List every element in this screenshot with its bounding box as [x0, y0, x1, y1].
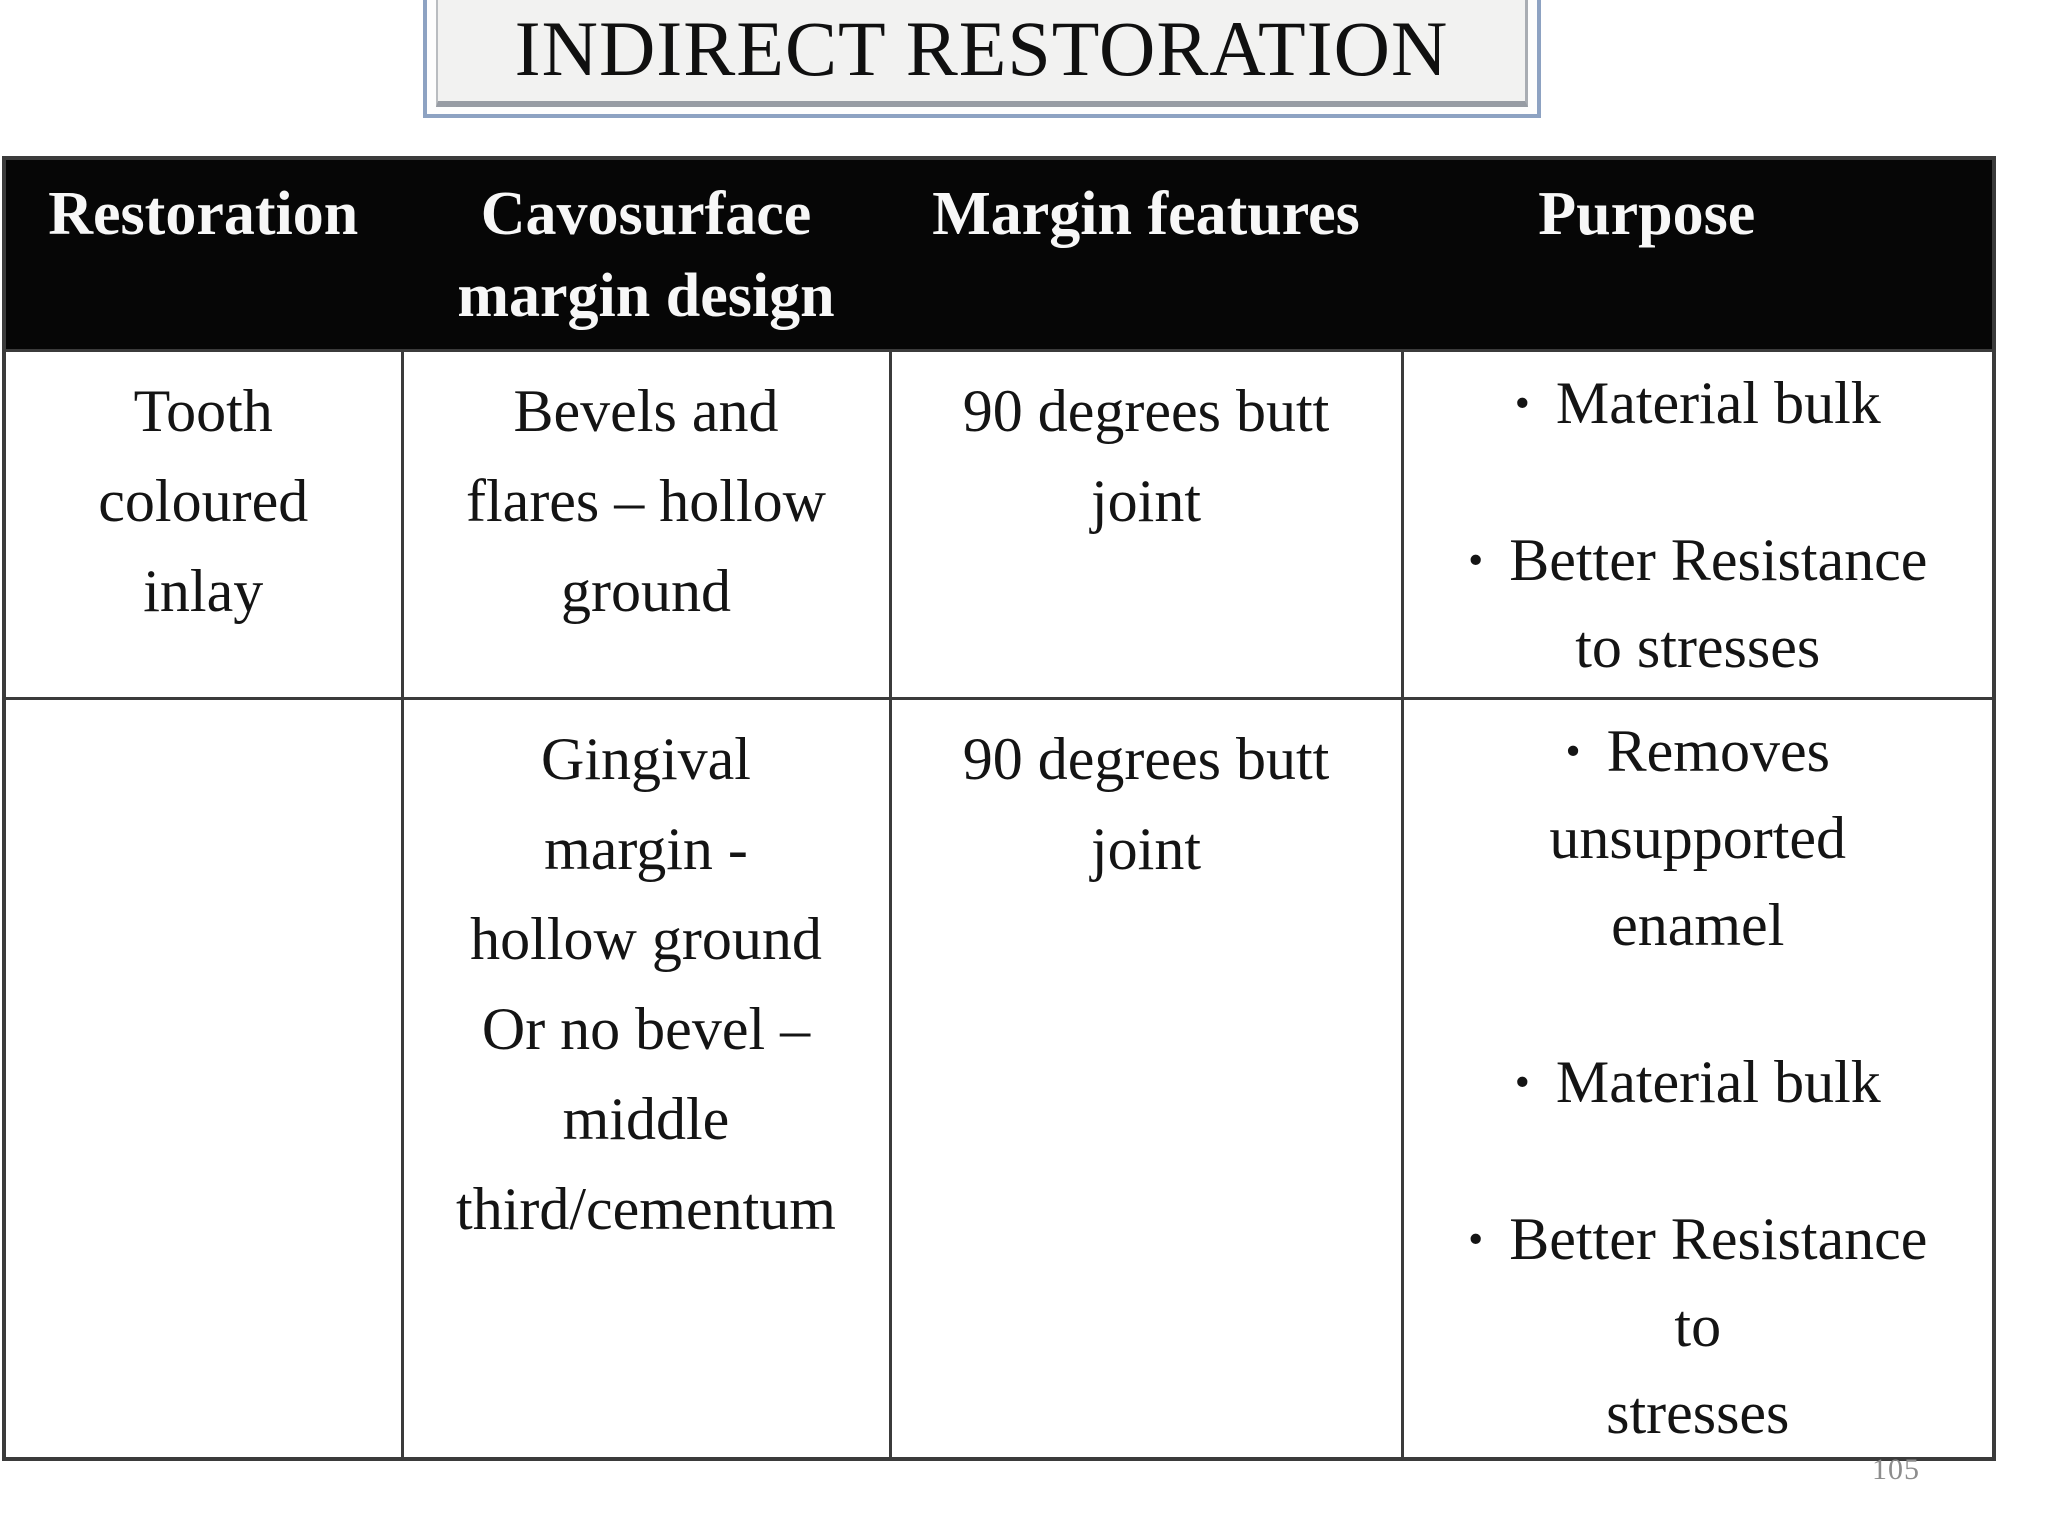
cell-text-line: coloured	[98, 467, 309, 534]
cell-text-line: enamel	[1414, 882, 1983, 969]
table-body: Tooth coloured inlay Bevels and flares – hol…	[2, 348, 1996, 1460]
cell-text-line: 90 degrees butt	[962, 377, 1330, 444]
table-row: Gingival margin - hollow ground Or no bevel…	[2, 696, 1996, 1460]
cell-text-line: to	[1414, 1283, 1983, 1370]
column-header-cavosurface-margin-design: Cavosurface margin design	[400, 156, 892, 352]
cell-text-line: hollow ground	[470, 905, 822, 972]
cell-text-line: • Removes	[1414, 708, 1983, 795]
bullet-text: Better Resistance	[1509, 526, 1928, 593]
column-header-margin-features: Margin features	[888, 156, 1404, 352]
cell-text-line: • Material bulk	[1414, 360, 1983, 447]
bullet-icon: •	[1514, 1058, 1530, 1106]
bullet-text: Better Resistance	[1509, 1205, 1928, 1272]
cell-text-line: ground	[561, 557, 731, 624]
cell-text-line: joint	[1090, 815, 1201, 882]
cell-text-line: Tooth	[133, 377, 273, 444]
list-item: • Better Resistance to stresses	[1414, 1196, 1983, 1457]
table-row: Tooth coloured inlay Bevels and flares – hol…	[2, 348, 1996, 700]
cell-margin-features: 90 degrees butt joint	[888, 348, 1404, 700]
page-title: INDIRECT RESTORATION	[514, 5, 1449, 92]
cell-margin-features: 90 degrees butt joint	[888, 696, 1404, 1460]
bullet-text: unsupported	[1549, 804, 1847, 871]
cell-cavosurface-margin-design: Bevels and flares – hollow ground	[400, 348, 892, 700]
cell-restoration	[2, 696, 404, 1460]
cell-text-line: Bevels and	[513, 377, 779, 444]
cell-cavosurface-margin-design: Gingival margin - hollow ground Or no bevel…	[400, 696, 892, 1460]
cell-text-line: Gingival	[541, 725, 751, 792]
bullet-icon: •	[1468, 536, 1484, 584]
page-number: 105	[1872, 1453, 1920, 1486]
cell-text-line: • Material bulk	[1414, 1039, 1983, 1126]
cell-text-line: inlay	[143, 557, 264, 624]
bullet-icon: •	[1468, 1215, 1484, 1263]
bullet-text: Removes	[1606, 717, 1830, 784]
cell-text-line: to stresses	[1414, 604, 1983, 691]
bullet-text: enamel	[1611, 891, 1785, 958]
bullet-text: to	[1674, 1292, 1722, 1359]
cell-text-line: joint	[1090, 467, 1201, 534]
bullet-icon: •	[1514, 379, 1530, 427]
cell-text-line: flares – hollow	[466, 467, 826, 534]
cell-text-line: • Better Resistance	[1414, 1196, 1983, 1283]
cell-text-line: 90 degrees butt	[962, 725, 1330, 792]
cell-text-line: • Better Resistance	[1414, 517, 1983, 604]
list-item: • Removes unsupported enamel	[1414, 708, 1983, 969]
cell-text-line: stresses	[1414, 1370, 1983, 1457]
list-item: • Better Resistance to stresses	[1414, 517, 1983, 691]
bullet-text: Material bulk	[1555, 1048, 1881, 1115]
list-item: • Material bulk	[1414, 1039, 1983, 1126]
bullet-text: to stresses	[1575, 613, 1821, 680]
column-header-restoration: Restoration	[2, 156, 404, 352]
cell-text-line: margin -	[544, 815, 748, 882]
cell-restoration: Tooth coloured inlay	[2, 348, 404, 700]
title-box: INDIRECT RESTORATION	[423, 0, 1541, 118]
bullet-text: Material bulk	[1555, 369, 1881, 436]
cell-text-line: unsupported	[1414, 795, 1983, 882]
cell-text-line: third/cementum	[456, 1175, 836, 1242]
list-item: • Material bulk	[1414, 360, 1983, 447]
column-header-purpose: Purpose	[1400, 156, 1996, 352]
title-frame: INDIRECT RESTORATION	[436, 0, 1528, 107]
bullet-icon: •	[1565, 727, 1581, 775]
cell-text-line: Or no bevel –	[481, 995, 811, 1062]
bullet-text: stresses	[1606, 1379, 1790, 1446]
cell-text-line: middle	[562, 1085, 730, 1152]
cell-purpose: • Material bulk • Better Resistance to stres…	[1400, 348, 1996, 700]
